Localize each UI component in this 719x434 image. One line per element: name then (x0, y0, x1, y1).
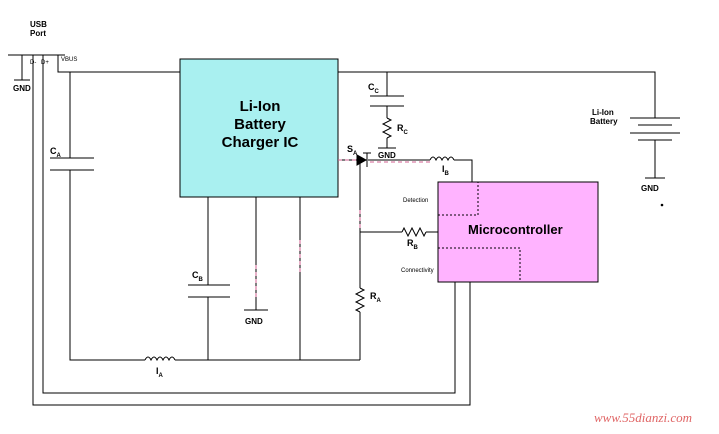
ca-label: CA (50, 146, 61, 159)
ca-sub: A (56, 152, 61, 159)
sa-diode-triangle (356, 154, 368, 166)
ra-letter: R (370, 291, 377, 301)
rb-sub: B (413, 244, 418, 251)
sa-sub: A (353, 150, 358, 157)
rb-label: RB (407, 238, 418, 251)
cc-letter: C (368, 82, 375, 92)
stray-dot (660, 203, 664, 207)
ib-sub: B (444, 170, 449, 177)
usb-title-2: Port (30, 29, 46, 38)
ca-letter: C (50, 146, 57, 156)
rc-label: RC (397, 123, 408, 136)
ib-label: IB (442, 164, 449, 177)
microcontroller-block (437, 181, 599, 283)
ia-sub: A (158, 372, 163, 379)
detection-partition-top (438, 182, 479, 216)
charger-title-line2: Battery (234, 116, 286, 133)
cc-label: CC (368, 82, 379, 95)
charger-gnd-label: GND (245, 317, 263, 326)
ra-upper-wire (338, 159, 361, 288)
ib-inductor (429, 156, 455, 162)
mcu-connectivity-label: Connectivity (401, 268, 434, 274)
cc-gnd-label: GND (378, 151, 396, 160)
ra-resistor (354, 287, 366, 313)
rc-resistor (381, 117, 393, 139)
sa-label: SA (347, 144, 357, 157)
ib-mcu-wire (454, 159, 473, 182)
charger-ic-block (179, 58, 339, 198)
rb-resistor (401, 226, 427, 238)
ib-letter: I (442, 164, 445, 174)
ca-lower-wire (69, 170, 145, 361)
mcu-title: Microcontroller (468, 222, 563, 237)
cb-letter: C (192, 270, 199, 280)
charger-title-line1: Li-Ion (239, 98, 281, 115)
usb-gnd-label: GND (13, 84, 31, 93)
battery-pos-wire (338, 71, 656, 118)
watermark-text: www.55dianzi.com (594, 410, 692, 425)
charger-title: Li-Ion Battery Charger IC (215, 98, 305, 152)
battery-label-2: Battery (590, 117, 618, 126)
charger-title-line3: Charger IC (221, 134, 299, 151)
connectivity-partition-top (438, 247, 521, 282)
dminus-wire (32, 55, 471, 406)
usb-pin-dminus: D- (30, 60, 37, 66)
ra-label: RA (370, 291, 381, 304)
vbus-wire (57, 55, 180, 73)
ia-inductor (144, 356, 176, 362)
mcu-detection-label: Detection (403, 198, 429, 204)
battery-label-1: Li-Ion (592, 108, 614, 117)
sa-letter: S (347, 144, 354, 154)
usb-title-1: USB (30, 20, 47, 29)
usb-pin-dplus: D+ (41, 60, 49, 66)
cc-sub: C (374, 88, 379, 95)
dplus-wire (42, 55, 456, 394)
cb-sub: B (198, 276, 203, 283)
cb-label: CB (192, 270, 203, 283)
usb-pin-vbus: VBUS (61, 57, 78, 63)
rb-letter: R (407, 238, 414, 248)
battery-gnd-label: GND (641, 184, 659, 193)
rc-letter: R (397, 123, 404, 133)
ia-label: IA (156, 366, 163, 379)
ra-sub: A (376, 297, 381, 304)
ia-letter: I (156, 366, 159, 376)
rc-sub: C (403, 129, 408, 136)
